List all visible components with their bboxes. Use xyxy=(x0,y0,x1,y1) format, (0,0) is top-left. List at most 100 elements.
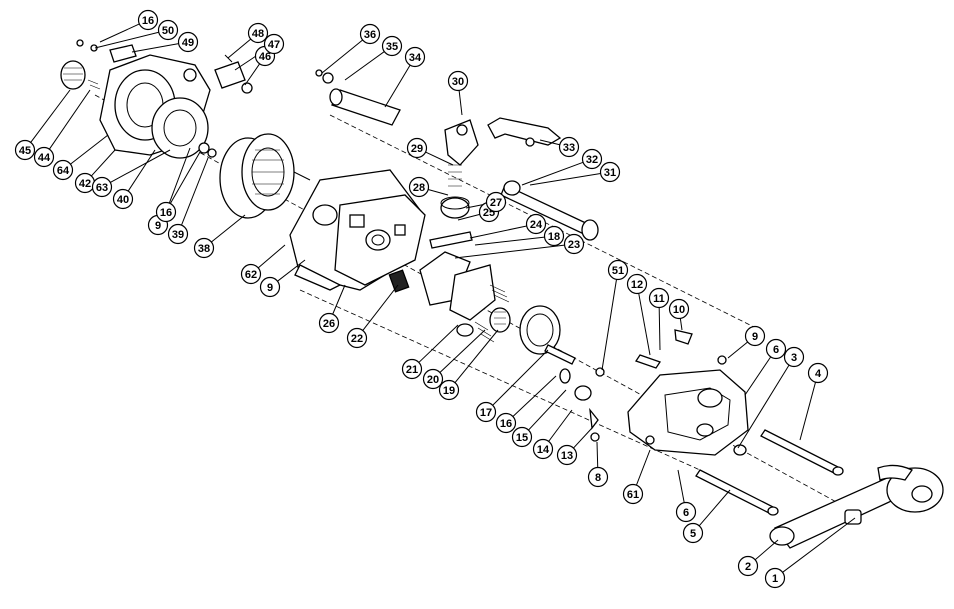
callout-leader-line xyxy=(573,427,593,449)
callout-leader-line xyxy=(548,409,573,442)
part-callout: 18 xyxy=(543,225,565,247)
callout-leader-line xyxy=(344,51,385,81)
callout-circle xyxy=(155,201,177,223)
callout-leader-line xyxy=(528,389,567,431)
callout-leader-line xyxy=(698,489,731,527)
callout-number: 64 xyxy=(57,165,70,177)
callout-leader-line xyxy=(492,349,549,406)
callout-leader-line xyxy=(754,539,779,561)
callout-number: 26 xyxy=(323,318,335,330)
callout-leader-line xyxy=(321,39,363,74)
callout-leader-line xyxy=(469,225,527,239)
callout-labels: 1234566899910111213141516161617181920212… xyxy=(14,9,829,589)
callout-leader-line xyxy=(679,318,683,331)
callout-circle xyxy=(682,522,704,544)
part-callout: 2 xyxy=(737,555,759,577)
callout-leader-line xyxy=(512,375,557,417)
callout-circle xyxy=(607,259,629,281)
callout-circle xyxy=(447,70,469,92)
callout-number: 40 xyxy=(117,194,129,206)
callout-circle xyxy=(563,233,585,255)
callout-circle xyxy=(112,188,134,210)
part-callout: 47 xyxy=(263,33,285,55)
callout-number: 51 xyxy=(612,265,624,277)
part-callout: 21 xyxy=(401,358,423,380)
callout-number: 21 xyxy=(406,364,418,376)
part-callout: 35 xyxy=(381,35,403,57)
callout-number: 15 xyxy=(516,432,528,444)
callout-number: 27 xyxy=(490,197,502,209)
callout-number: 16 xyxy=(142,15,154,27)
callout-leader-line xyxy=(799,382,817,441)
callout-number: 44 xyxy=(38,152,51,164)
part-callout: 29 xyxy=(406,137,428,159)
callout-number: 17 xyxy=(480,407,492,419)
callout-number: 31 xyxy=(604,167,616,179)
callout-leader-line xyxy=(521,161,584,186)
callout-number: 8 xyxy=(595,472,601,484)
part-callout: 31 xyxy=(599,161,621,183)
callout-leader-line xyxy=(425,151,454,166)
callout-leader-line xyxy=(99,23,140,43)
callout-leader-line xyxy=(457,213,480,221)
callout-leader-line xyxy=(384,64,411,108)
part-callout: 61 xyxy=(622,483,644,505)
callout-number: 24 xyxy=(530,219,543,231)
part-callout: 32 xyxy=(581,148,603,170)
callout-circle xyxy=(764,567,786,589)
callout-number: 61 xyxy=(627,489,639,501)
part-callout: 50 xyxy=(157,19,179,41)
callout-number: 14 xyxy=(537,444,550,456)
callout-leader-line xyxy=(677,469,685,503)
part-callout: 40 xyxy=(112,188,134,210)
callout-number: 6 xyxy=(773,344,779,356)
callout-leader-line xyxy=(131,43,179,53)
callout-number: 18 xyxy=(548,231,560,243)
callout-leader-line xyxy=(332,284,346,315)
part-callout: 51 xyxy=(607,259,629,281)
cast-control-knob xyxy=(60,39,137,90)
callout-circle xyxy=(675,501,697,523)
callout-number: 16 xyxy=(160,207,172,219)
callout-circle xyxy=(783,346,805,368)
callout-circle xyxy=(622,483,644,505)
callout-circle xyxy=(259,276,281,298)
part-callout: 14 xyxy=(532,438,554,460)
callout-circle xyxy=(558,136,580,158)
callout-leader-line xyxy=(257,244,286,269)
part-callout: 44 xyxy=(33,146,55,168)
callout-circle xyxy=(599,161,621,183)
drive-shaft xyxy=(500,180,599,241)
callout-circle xyxy=(247,22,269,44)
shaft-parts xyxy=(695,429,844,516)
brake-parts xyxy=(214,54,253,94)
callout-leader-line xyxy=(727,341,748,359)
part-callout: 38 xyxy=(193,237,215,259)
level-wind xyxy=(440,119,479,219)
callout-leader-line xyxy=(91,149,116,177)
callout-circle xyxy=(240,263,262,285)
callout-circle xyxy=(737,555,759,577)
part-callout: 1 xyxy=(764,567,786,589)
callout-circle xyxy=(485,191,507,213)
callout-number: 22 xyxy=(351,333,363,345)
pinion-and-spring xyxy=(474,307,511,343)
callout-leader-line xyxy=(601,279,617,371)
part-callout: 26 xyxy=(318,312,340,334)
part-callout: 45 xyxy=(14,139,36,161)
callout-number: 1 xyxy=(772,573,778,585)
clutch-mechanism xyxy=(388,231,510,337)
part-callout: 6 xyxy=(765,338,787,360)
part-callout: 62 xyxy=(240,263,262,285)
callout-circle xyxy=(263,33,285,55)
callout-number: 28 xyxy=(413,182,425,194)
spool xyxy=(219,133,311,219)
callout-circle xyxy=(543,225,565,247)
part-callout: 24 xyxy=(525,213,547,235)
part-callout: 3 xyxy=(783,346,805,368)
callout-circle xyxy=(626,273,648,295)
callout-leader-line xyxy=(244,63,261,86)
callout-number: 12 xyxy=(631,279,643,291)
callout-circle xyxy=(401,358,423,380)
